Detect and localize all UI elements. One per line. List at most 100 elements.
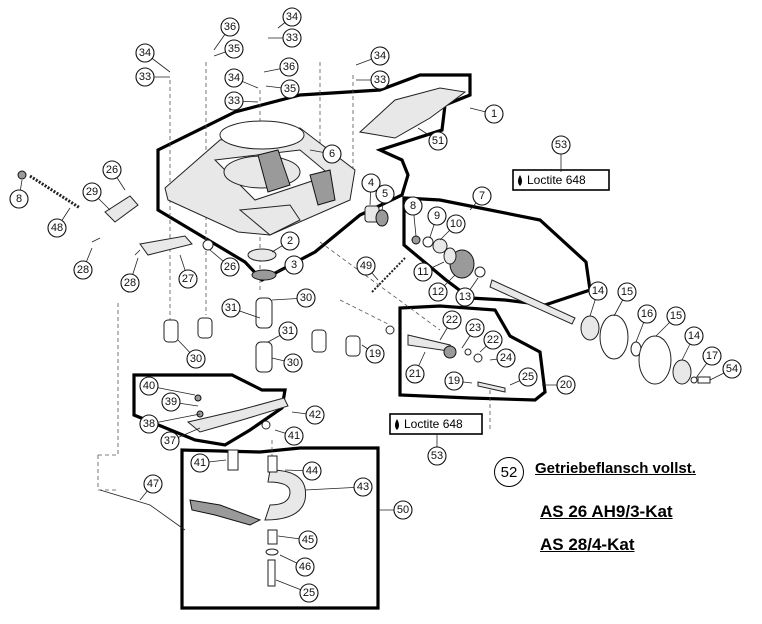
part-number-callout: 46 xyxy=(295,557,315,577)
lever-27 xyxy=(139,235,193,256)
callout-number: 28 xyxy=(124,277,136,289)
callout-circle xyxy=(282,7,302,27)
guide-line xyxy=(319,241,441,331)
wire-28 xyxy=(91,237,141,256)
callout-circle xyxy=(283,353,303,373)
clutch-segment-assembly xyxy=(189,455,307,587)
callout-circle xyxy=(702,346,722,366)
callout-number: 12 xyxy=(432,286,444,298)
part-number-callout: 33 xyxy=(370,70,390,90)
callout-circle xyxy=(356,256,376,276)
callout-circle xyxy=(637,304,657,324)
callout-number: 26 xyxy=(106,164,118,176)
callout-circle xyxy=(353,477,373,497)
callout-circle xyxy=(221,298,241,318)
callout-number: 20 xyxy=(560,379,572,391)
callout-circle xyxy=(143,474,163,494)
part-number-callout: 30 xyxy=(283,353,303,373)
part-number-callout: 51 xyxy=(428,131,448,151)
callout-number: 28 xyxy=(77,264,89,276)
callout-circle xyxy=(220,17,240,37)
part-number-callout: 25 xyxy=(299,583,319,603)
callout-circle xyxy=(139,376,159,396)
part-number-callout: 14 xyxy=(588,281,608,301)
callout-circle xyxy=(280,231,300,251)
part-number-callout: 9 xyxy=(427,206,447,226)
callout-number: 43 xyxy=(357,481,369,493)
callout-circle xyxy=(556,375,576,395)
part-number-callout: 29 xyxy=(82,182,102,202)
callout-circle xyxy=(139,414,159,434)
bracket-assembly xyxy=(186,394,289,471)
flange-discs xyxy=(580,314,711,385)
group-outline-20 xyxy=(398,304,547,402)
callout-number: 41 xyxy=(194,457,206,469)
callout-number: 41 xyxy=(288,430,300,442)
callout-number: 9 xyxy=(434,210,440,222)
callout-circle xyxy=(465,318,485,338)
callout-number: 35 xyxy=(228,43,240,55)
callout-number: 3 xyxy=(291,259,297,271)
callout-circle xyxy=(82,182,102,202)
part-number-callout: 24 xyxy=(496,348,516,368)
callout-circle xyxy=(295,557,315,577)
callout-number: 7 xyxy=(479,190,485,202)
callout-circle xyxy=(370,46,390,66)
callout-circle xyxy=(120,273,140,293)
callout-circle xyxy=(135,43,155,63)
callout-circle xyxy=(496,348,516,368)
part-number-callout: 36 xyxy=(220,17,240,37)
part-number-callout: 41 xyxy=(190,453,210,473)
callout-circle xyxy=(47,218,67,238)
callout-circle xyxy=(224,39,244,59)
part-number-callout: 4 xyxy=(361,173,381,193)
callout-circle xyxy=(551,135,571,155)
bearing-2 xyxy=(247,248,277,262)
callout-number: 31 xyxy=(225,302,237,314)
callout-number: 1 xyxy=(491,108,497,120)
part-number-callout: 5 xyxy=(375,184,395,204)
callout-number: 22 xyxy=(487,334,499,346)
guide-line xyxy=(98,300,119,456)
part-number-callout: 35 xyxy=(280,79,300,99)
callout-number: 39 xyxy=(165,396,177,408)
part-number-callout: 17 xyxy=(702,346,722,366)
part-number-callout: 2 xyxy=(280,231,300,251)
callout-number: 19 xyxy=(448,375,460,387)
part-number-callout: 39 xyxy=(161,392,181,412)
callout-number: 37 xyxy=(164,435,176,447)
callout-circle xyxy=(484,104,504,124)
callout-circle xyxy=(186,349,206,369)
callout-circle xyxy=(446,214,466,234)
bracket-29 xyxy=(104,195,139,223)
part-number-callout: 1 xyxy=(484,104,504,124)
part-number-callout: 14 xyxy=(684,326,704,346)
part-number-callout: 22 xyxy=(483,330,503,350)
callout-number: 47 xyxy=(147,478,159,490)
callout-circle xyxy=(296,288,316,308)
screw-8-left xyxy=(17,170,27,180)
callout-number: 14 xyxy=(592,285,604,297)
callout-circle xyxy=(322,144,342,164)
callout-number: 34 xyxy=(228,72,240,84)
callout-number: 6 xyxy=(329,148,335,160)
part-number-callout: 27 xyxy=(178,269,198,289)
callout-number: 34 xyxy=(374,50,386,62)
loctite-label-top: Loctite 648 xyxy=(512,169,610,191)
callout-number: 34 xyxy=(286,11,298,23)
part-number-callout: 34 xyxy=(370,46,390,66)
callout-number: 42 xyxy=(309,409,321,421)
callout-circle xyxy=(427,206,447,226)
callout-circle xyxy=(284,426,304,446)
callout-circle xyxy=(224,91,244,111)
part-number-callout: 41 xyxy=(284,426,304,446)
callout-number: 2 xyxy=(287,235,293,247)
callout-number: 29 xyxy=(86,186,98,198)
model-label: AS 28/4-Kat xyxy=(540,535,635,554)
callout-number: 11 xyxy=(417,266,428,278)
callout-number: 27 xyxy=(182,273,194,285)
part-number-callout: 53 xyxy=(427,446,447,466)
callout-circle xyxy=(588,281,608,301)
callout-number: 17 xyxy=(706,350,718,362)
callout-number: 40 xyxy=(143,380,155,392)
